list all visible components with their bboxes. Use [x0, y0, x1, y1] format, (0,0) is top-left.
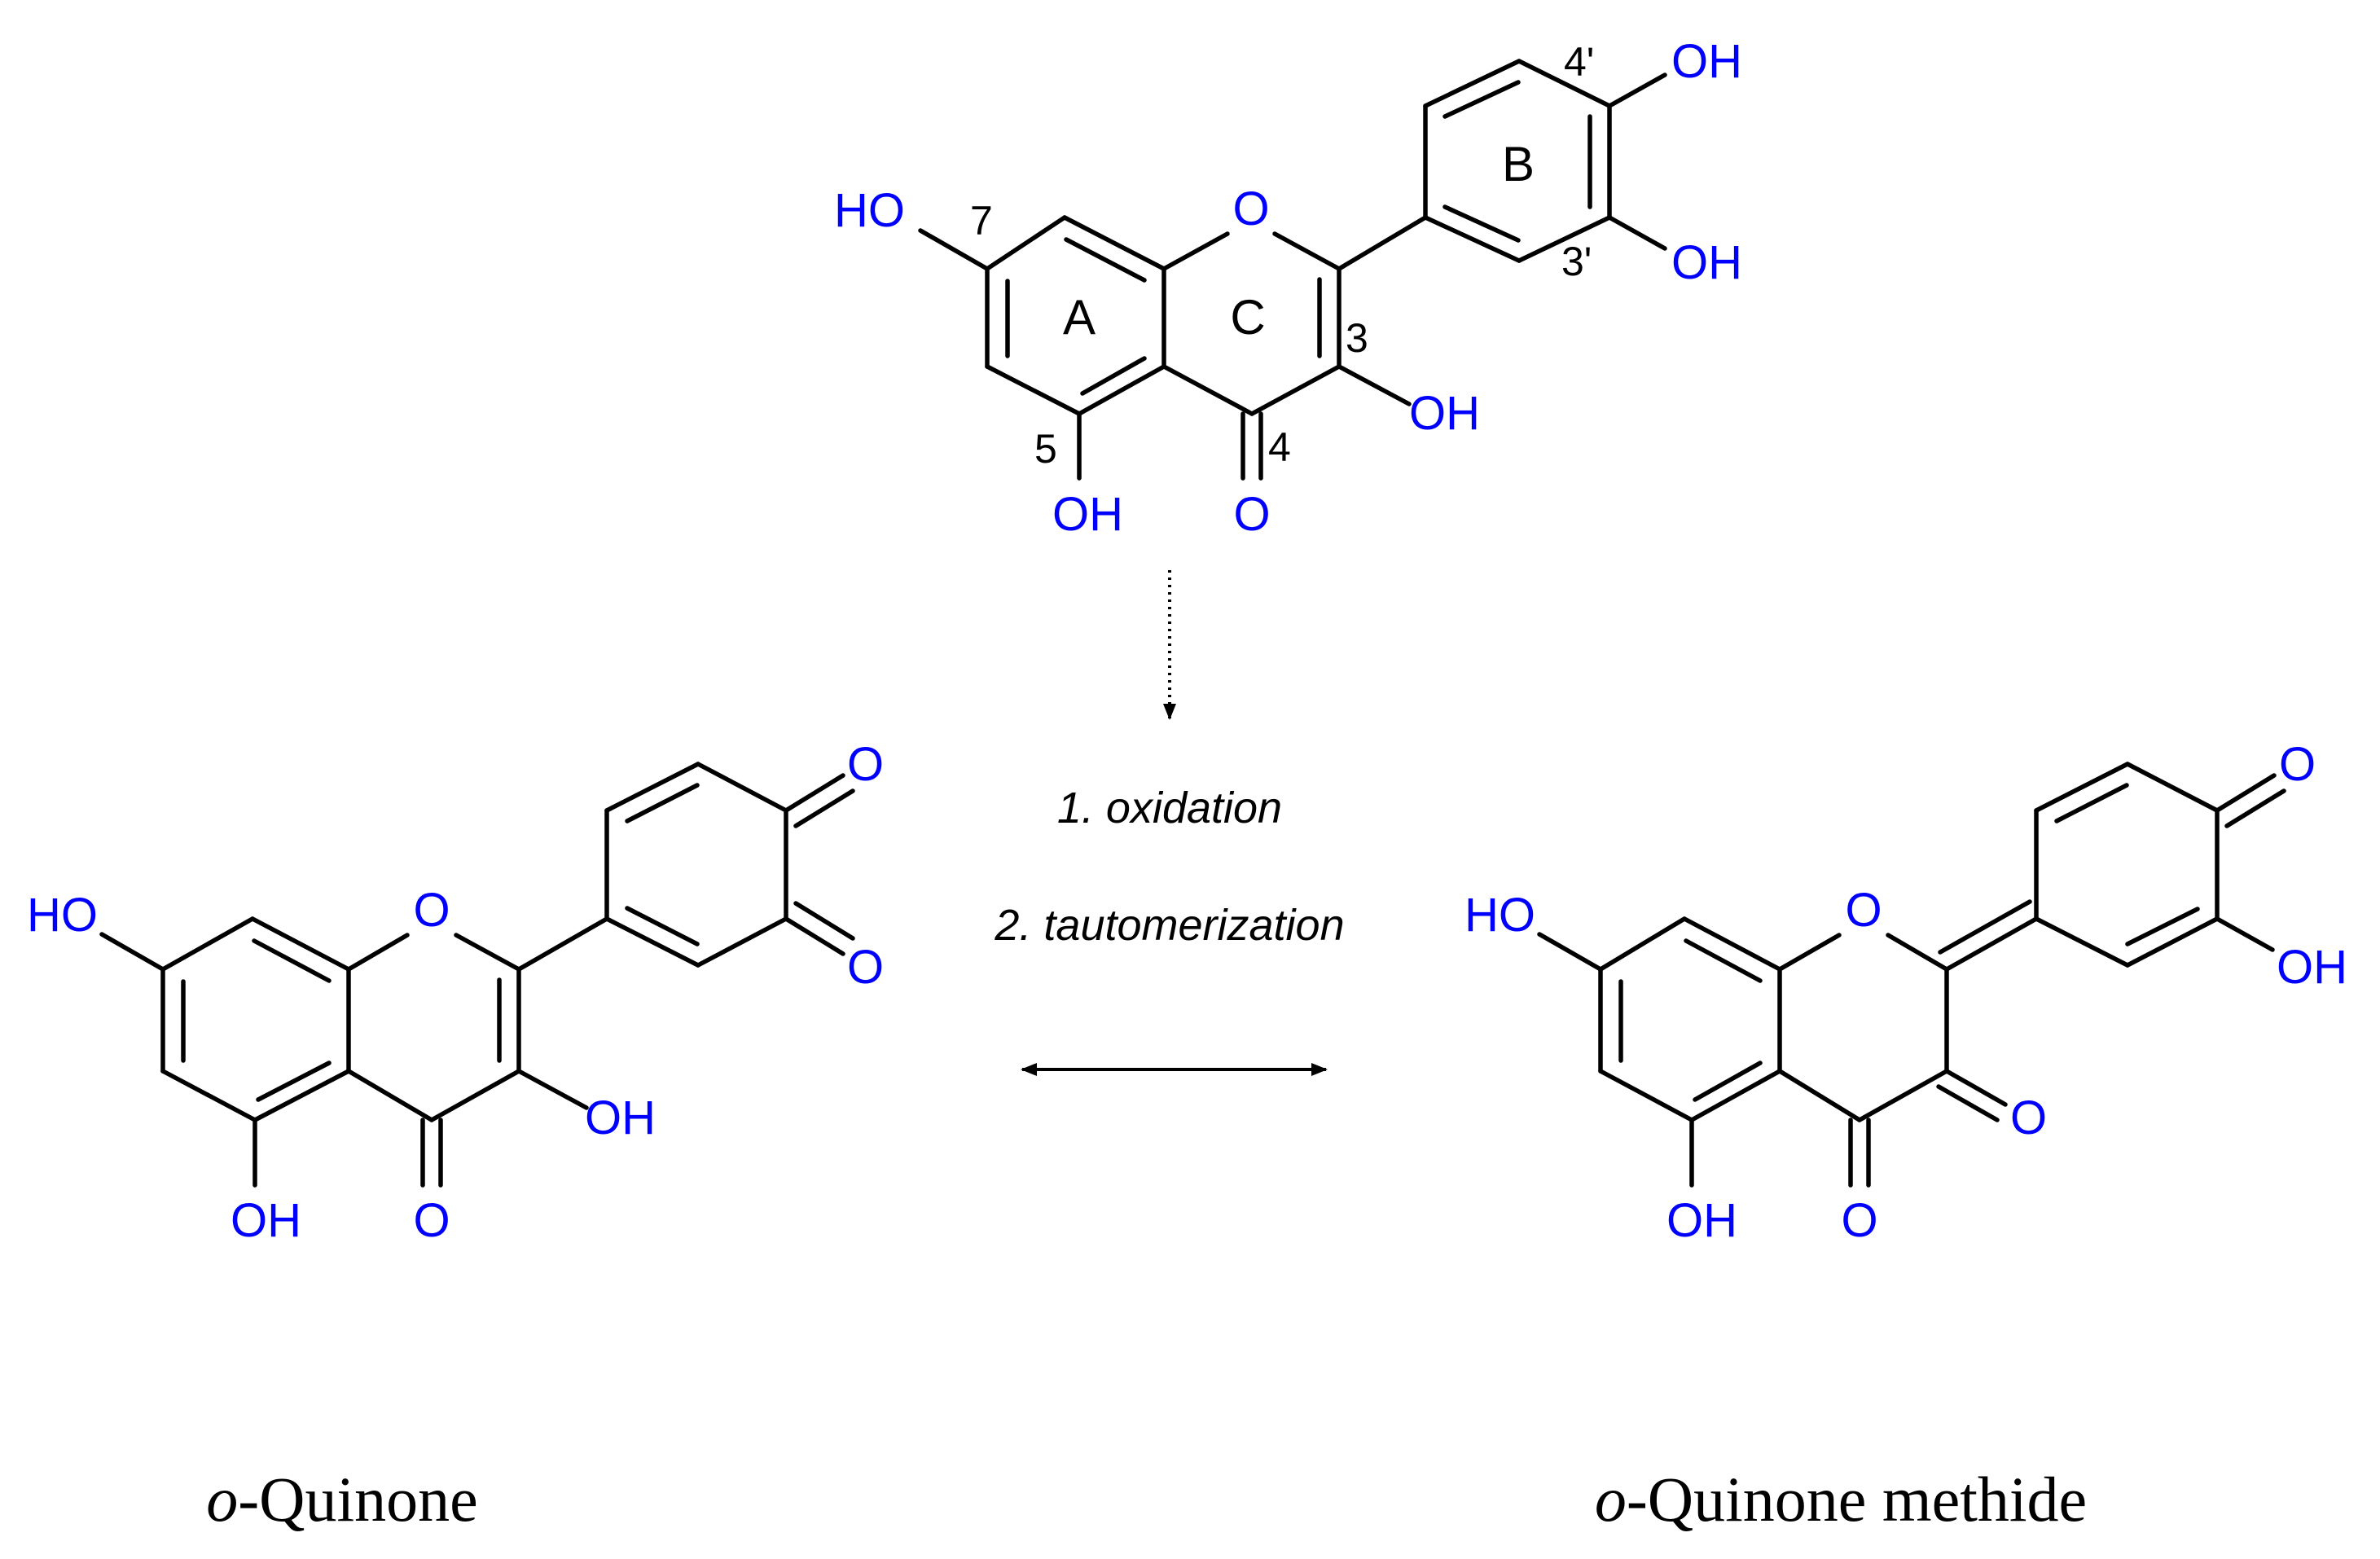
- quercetin-carbonyl-oxygen-label: O: [1233, 488, 1270, 541]
- o-quinone-3prime-oxygen-label: O: [847, 941, 884, 994]
- quinone-methide-carbonyl-oxygen-label: O: [1841, 1194, 1877, 1247]
- ring-c-label: C: [1230, 290, 1265, 345]
- o-quinone-5-hydroxy-label: OH: [231, 1194, 301, 1247]
- quinone-methide-caption-prefix: o: [1595, 1464, 1627, 1535]
- o-quinone-4prime-oxygen-label: O: [847, 738, 884, 791]
- quinone-methide-7-hydroxy-label: HO: [1464, 889, 1535, 942]
- o-quinone-structure: HO O O O OH OH O o-Quinone: [27, 738, 884, 1535]
- o-quinone-caption-name: -Quinone: [238, 1464, 478, 1535]
- o-quinone-carbonyl-oxygen-label: O: [413, 1194, 450, 1247]
- quercetin-3-hydroxy-label: OH: [1409, 387, 1480, 440]
- position-5-label: 5: [1034, 426, 1057, 472]
- position-4prime-label: 4': [1564, 39, 1594, 85]
- quinone-methide-3-oxygen-label: O: [2010, 1091, 2047, 1144]
- o-quinone-caption: o-Quinone: [206, 1464, 478, 1535]
- o-quinone-ring-oxygen-label: O: [413, 884, 450, 937]
- quercetin-bonds: [918, 59, 1667, 481]
- ring-b-label: B: [1502, 137, 1535, 191]
- position-4-label: 4: [1268, 424, 1291, 470]
- quinone-methide-caption: o-Quinone methide: [1595, 1464, 2087, 1535]
- o-quinone-7-hydroxy-label: HO: [27, 889, 98, 942]
- quercetin-7-hydroxy-label: HO: [834, 184, 905, 237]
- quinone-methide-ring-oxygen-label: O: [1845, 884, 1882, 937]
- quercetin-structure: HO O OH OH OH OH O 7 5 4 3 4' 3' A B C: [834, 35, 1742, 541]
- step-oxidation-label: 1. oxidation: [1057, 784, 1282, 832]
- position-3-label: 3: [1346, 315, 1368, 361]
- quinone-methide-caption-name: -Quinone methide: [1627, 1464, 2087, 1535]
- quinone-methide-5-hydroxy-label: OH: [1666, 1194, 1737, 1247]
- o-quinone-3-hydroxy-label: OH: [585, 1091, 656, 1144]
- quinone-methide-bonds: [1537, 762, 2286, 1188]
- o-quinone-bonds: [99, 762, 855, 1188]
- quercetin-ring-oxygen-label: O: [1232, 182, 1269, 235]
- position-7-label: 7: [970, 198, 993, 244]
- quercetin-4prime-hydroxy-label: OH: [1671, 35, 1742, 88]
- quinone-methide-4prime-oxygen-label: O: [2279, 738, 2316, 791]
- quercetin-5-hydroxy-label: OH: [1052, 488, 1123, 541]
- quinone-methide-structure: HO O O OH O OH O o-Quinone methide: [1464, 738, 2347, 1535]
- step-tautomerization-label: 2. tautomerization: [994, 901, 1344, 950]
- quinone-methide-3prime-hydroxy-label: OH: [2277, 941, 2347, 994]
- quercetin-3prime-hydroxy-label: OH: [1671, 236, 1742, 289]
- o-quinone-caption-prefix: o: [206, 1464, 238, 1535]
- position-3prime-label: 3': [1561, 239, 1592, 284]
- ring-a-label: A: [1063, 290, 1096, 345]
